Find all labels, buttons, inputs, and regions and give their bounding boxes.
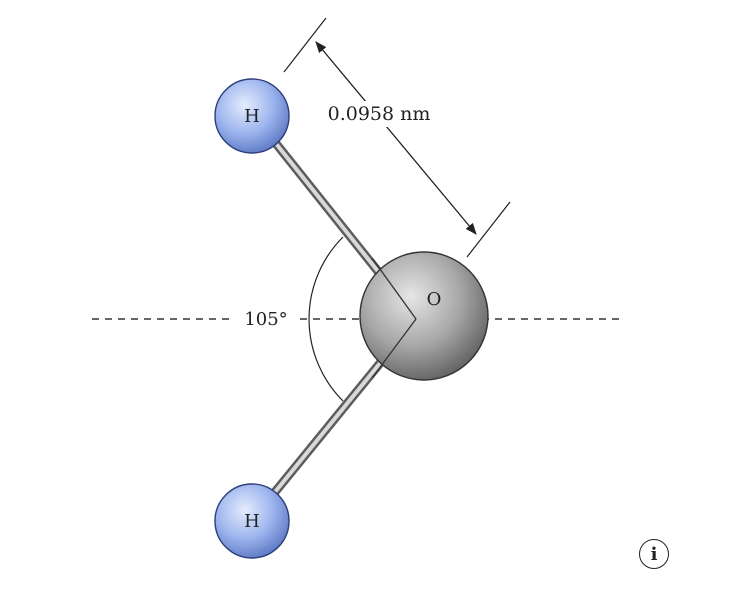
oxygen-label: O: [427, 289, 442, 310]
hydrogen-label-top: H: [244, 106, 260, 127]
hydrogen-atom-bottom: H: [214, 483, 290, 559]
dimension-tick-bottom: [466, 201, 511, 258]
dimension-tick-top: [283, 17, 327, 73]
bond-angle-arc: [308, 236, 344, 402]
info-icon: i: [650, 543, 658, 565]
info-button[interactable]: i: [639, 539, 669, 569]
hydrogen-atom-top: H: [214, 78, 290, 154]
bond-length-label: 0.0958 nm: [328, 103, 431, 125]
bond-length-arrow: [315, 41, 477, 235]
hydrogen-label-bottom: H: [244, 511, 260, 532]
bond-angle-label: 105°: [244, 309, 287, 330]
oxygen-atom: O: [359, 251, 489, 381]
